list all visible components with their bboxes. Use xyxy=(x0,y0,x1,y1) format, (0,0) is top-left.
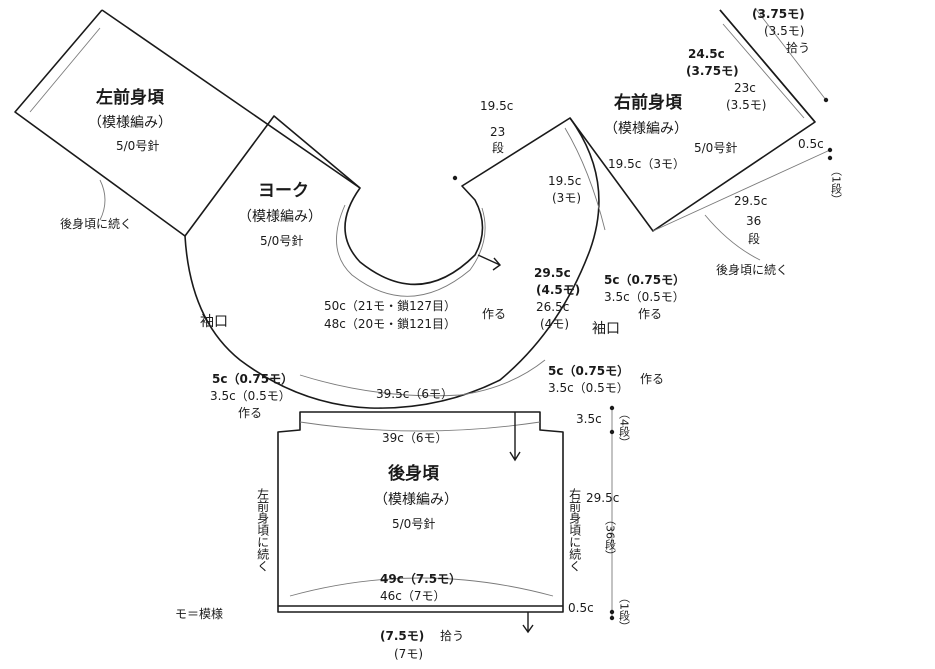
dot-back-618 xyxy=(609,615,615,621)
back-down-arrow-top xyxy=(509,412,521,462)
rf-dan: 段 xyxy=(492,141,505,155)
bottom-75: (7.5モ) xyxy=(380,629,425,643)
right-front-needle: 5/0号針 xyxy=(694,141,738,155)
yoke-195: 19.5c xyxy=(548,174,582,188)
rf-35: (3.5モ) xyxy=(726,98,767,112)
br-35c: 3.5c（0.5モ） xyxy=(548,381,629,395)
rf-23rows: 23 xyxy=(490,125,506,139)
br-5c: 5c（0.75モ） xyxy=(548,364,630,378)
dot-back-612 xyxy=(609,609,615,615)
dot-rf-150 xyxy=(827,147,833,153)
back-pattern: （模様編み） xyxy=(374,492,458,508)
yoke-pattern: （模様編み） xyxy=(238,209,322,225)
yoke-265: 26.5c xyxy=(536,300,570,314)
yoke-3mo: (3モ) xyxy=(552,191,581,205)
back-36dan: （36段） xyxy=(603,514,617,561)
right-front-295-dim xyxy=(652,149,831,232)
back-down-arrow-bottom xyxy=(522,612,534,634)
top-right-pick: 拾う xyxy=(786,41,811,55)
cuff-left-label: 袖口 xyxy=(200,314,228,330)
neck-arrow xyxy=(477,254,502,271)
back-1dan: （1段） xyxy=(617,592,631,632)
rf-35c: 3.5c（0.5モ） xyxy=(604,290,685,304)
yoke-45: (4.5モ) xyxy=(536,283,581,297)
rf-23: 23c xyxy=(734,81,756,95)
cuff-right-label: 袖口 xyxy=(592,321,620,337)
back-top-arc xyxy=(299,421,541,432)
back-05: 0.5c xyxy=(568,601,594,615)
rf-195: 19.5c xyxy=(480,99,514,113)
dot-back-432 xyxy=(609,429,615,435)
right-front-pattern: （模様編み） xyxy=(604,121,688,137)
neck-50: 50c（21モ・鎖127目） xyxy=(324,299,457,313)
rf-tsukuru: 作る xyxy=(638,307,663,321)
bl-35c: 3.5c（0.5モ） xyxy=(210,389,291,403)
yoke-title: ヨーク xyxy=(258,181,309,201)
neck-tsukuru: 作る xyxy=(482,307,507,321)
back-295: 29.5c xyxy=(586,491,620,505)
back-top-dim: 39c（6モ） xyxy=(382,431,448,445)
rf-245: 24.5c xyxy=(688,47,725,61)
rf-05: 0.5c xyxy=(798,137,824,151)
back-46: 46c（7モ） xyxy=(380,589,446,603)
left-front-outline xyxy=(14,9,816,286)
bl-5c: 5c（0.75モ） xyxy=(212,372,294,386)
rf-5c: 5c（0.75モ） xyxy=(604,273,686,287)
yoke-295: 29.5c xyxy=(534,266,571,280)
back-title: 後身頃 xyxy=(388,464,439,484)
top-right-375: (3.75モ) xyxy=(752,7,805,21)
back-49: 49c（7.5モ） xyxy=(380,572,462,586)
bl-tsukuru: 作る xyxy=(238,406,263,420)
left-front-inner xyxy=(29,27,101,113)
yoke-needle: 5/0号針 xyxy=(260,234,304,248)
bottom-7: (7モ) xyxy=(394,647,423,661)
top-right-dim xyxy=(754,7,827,101)
rf-295: 29.5c xyxy=(734,194,768,208)
neck-dim-arc xyxy=(336,204,486,297)
top-right-35: (3.5モ) xyxy=(764,24,805,38)
yoke-bottom-dim: 39.5c（6モ） xyxy=(376,387,453,401)
rf-1dan: （1段） xyxy=(829,165,843,205)
legend: モ＝模様 xyxy=(175,607,224,621)
right-front-inner xyxy=(722,23,805,119)
rf-36dan: 段 xyxy=(748,232,761,246)
bottom-pick: 拾う xyxy=(440,629,465,643)
left-continues-back: 後身頃に続く xyxy=(60,217,133,231)
right-front-top xyxy=(719,9,816,123)
continues-arc-right xyxy=(704,214,761,261)
neck-48: 48c（20モ・鎖121目） xyxy=(324,317,457,331)
dot-rf-158 xyxy=(827,155,833,161)
rf-36: 36 xyxy=(746,214,762,228)
rf-375: (3.75モ) xyxy=(686,64,739,78)
left-front-needle: 5/0号針 xyxy=(116,139,160,153)
dot-top-right xyxy=(823,97,829,103)
right-front-title: 右前身頃 xyxy=(614,93,682,113)
yoke-bottom-arc xyxy=(299,359,546,397)
continues-arc-left xyxy=(99,179,106,221)
yoke-left-arc xyxy=(184,117,600,409)
right-continues-back: 後身頃に続く xyxy=(716,263,789,277)
back-right-side-label: 右前身頃に続く xyxy=(567,488,582,572)
back-bottom-arc xyxy=(289,577,554,597)
left-front-pattern: （模様編み） xyxy=(88,115,172,131)
right-front-dim xyxy=(564,127,606,231)
back-4dan: （4段） xyxy=(617,408,631,448)
left-front-title: 左前身頃 xyxy=(96,88,164,108)
back-left-side-label: 左前身頃に続く xyxy=(255,488,270,572)
back-needle: 5/0号針 xyxy=(392,517,436,531)
left-front-top xyxy=(101,9,361,189)
back-outline xyxy=(277,411,564,613)
dot-back-top xyxy=(609,405,615,411)
br-tsukuru: 作る xyxy=(640,372,665,386)
rf-195-3: 19.5c（3モ） xyxy=(608,157,685,171)
back-35c: 3.5c xyxy=(576,412,602,426)
dot-neck xyxy=(452,175,458,181)
yoke-4mo: (4モ) xyxy=(540,317,569,331)
